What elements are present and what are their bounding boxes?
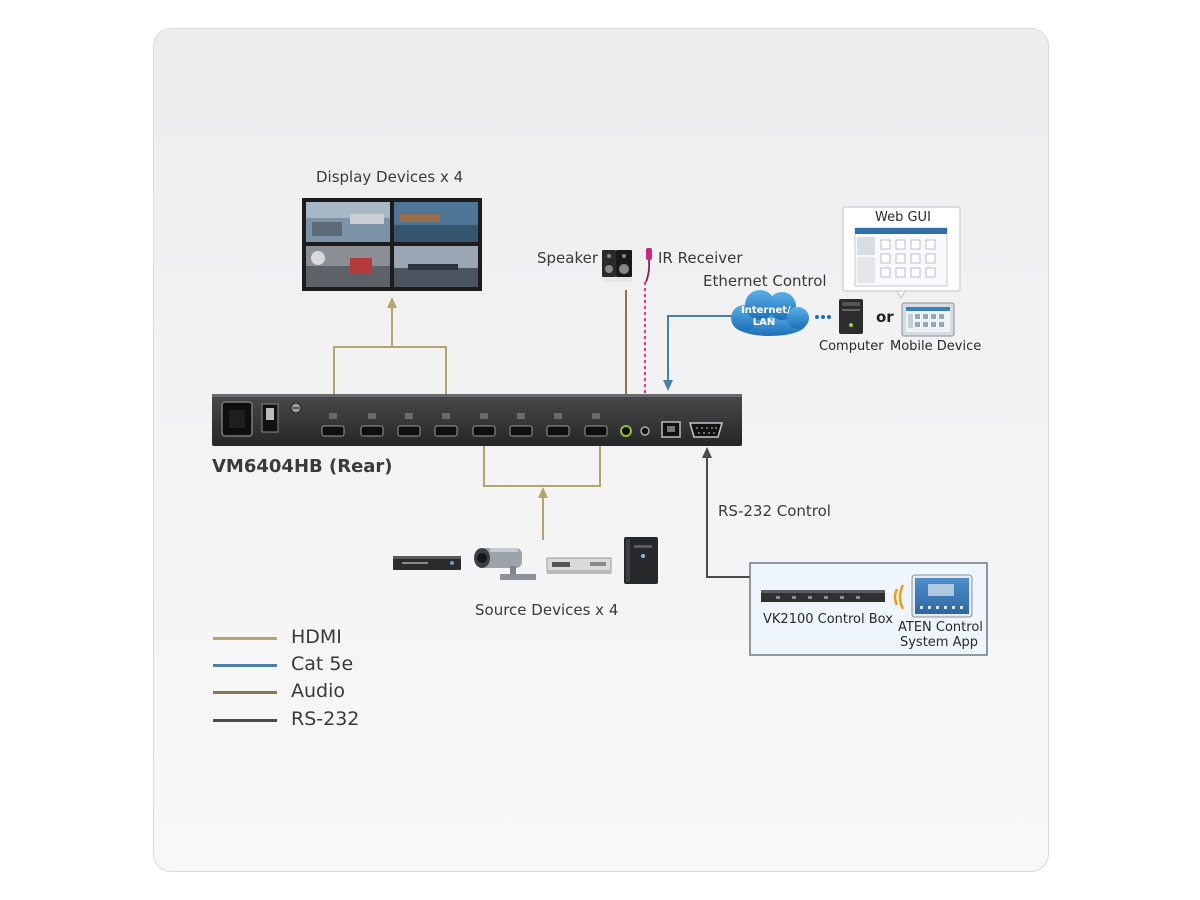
legend-hdmi-swatch bbox=[213, 637, 277, 640]
aten-tablet-icon bbox=[911, 574, 973, 618]
rs232-arrow bbox=[702, 447, 712, 458]
cat5e-arrow bbox=[663, 380, 673, 391]
speaker-label: Speaker bbox=[537, 249, 599, 267]
monitor-wall-icon bbox=[302, 198, 482, 291]
computer-label: Computer bbox=[819, 339, 884, 354]
control-box-icon bbox=[761, 590, 885, 602]
legend-rs232-label: RS-232 bbox=[291, 708, 360, 730]
rs232-line bbox=[706, 458, 752, 578]
device-name-label: VM6404HB (Rear) bbox=[212, 456, 393, 477]
web-gui-window-icon bbox=[842, 206, 961, 300]
or-label: or bbox=[876, 308, 894, 326]
legend-rs232-swatch bbox=[213, 719, 277, 722]
pc-tower-icon bbox=[624, 537, 658, 584]
legend-cat5e-swatch bbox=[213, 664, 277, 667]
blu-ray-player-icon bbox=[393, 556, 461, 570]
aten-app-label-line2: System App bbox=[899, 635, 978, 650]
legend-audio-label: Audio bbox=[291, 680, 346, 702]
cat5e-line bbox=[667, 315, 740, 380]
hdmi-output-lines bbox=[333, 305, 447, 400]
hdmi-output-arrow bbox=[387, 297, 397, 308]
dotted-link bbox=[815, 315, 831, 319]
legend-audio-swatch bbox=[213, 691, 277, 694]
hdmi-input-lines bbox=[483, 446, 601, 540]
cloud-label-line2: LAN bbox=[752, 317, 776, 328]
vk2100-label: VK2100 Control Box bbox=[763, 612, 893, 627]
hdmi-input-arrow bbox=[538, 487, 548, 498]
speaker-icon bbox=[602, 250, 632, 282]
source-devices-label: Source Devices x 4 bbox=[475, 601, 619, 619]
display-devices-label: Display Devices x 4 bbox=[316, 168, 464, 186]
aten-app-label-line1: ATEN Control bbox=[898, 620, 983, 635]
vm6404hb-rear-panel bbox=[212, 394, 742, 446]
ir-receiver-icon bbox=[645, 248, 652, 283]
rs232-control-label: RS-232 Control bbox=[718, 502, 831, 520]
web-gui-label: Web GUI bbox=[875, 210, 931, 225]
media-player-icon bbox=[546, 557, 612, 574]
camera-icon bbox=[474, 548, 536, 580]
ethernet-control-label: Ethernet Control bbox=[703, 272, 827, 290]
wireless-icon bbox=[893, 584, 905, 610]
legend-hdmi-label: HDMI bbox=[291, 626, 342, 648]
computer-icon bbox=[839, 299, 863, 334]
cloud-label-line1: Internet/ bbox=[741, 305, 791, 316]
ir-receiver-label: IR Receiver bbox=[658, 249, 743, 267]
legend-cat5e-label: Cat 5e bbox=[291, 653, 354, 675]
cloud-icon bbox=[731, 290, 809, 336]
mobile-device-label: Mobile Device bbox=[890, 339, 982, 354]
tablet-icon bbox=[901, 302, 955, 337]
